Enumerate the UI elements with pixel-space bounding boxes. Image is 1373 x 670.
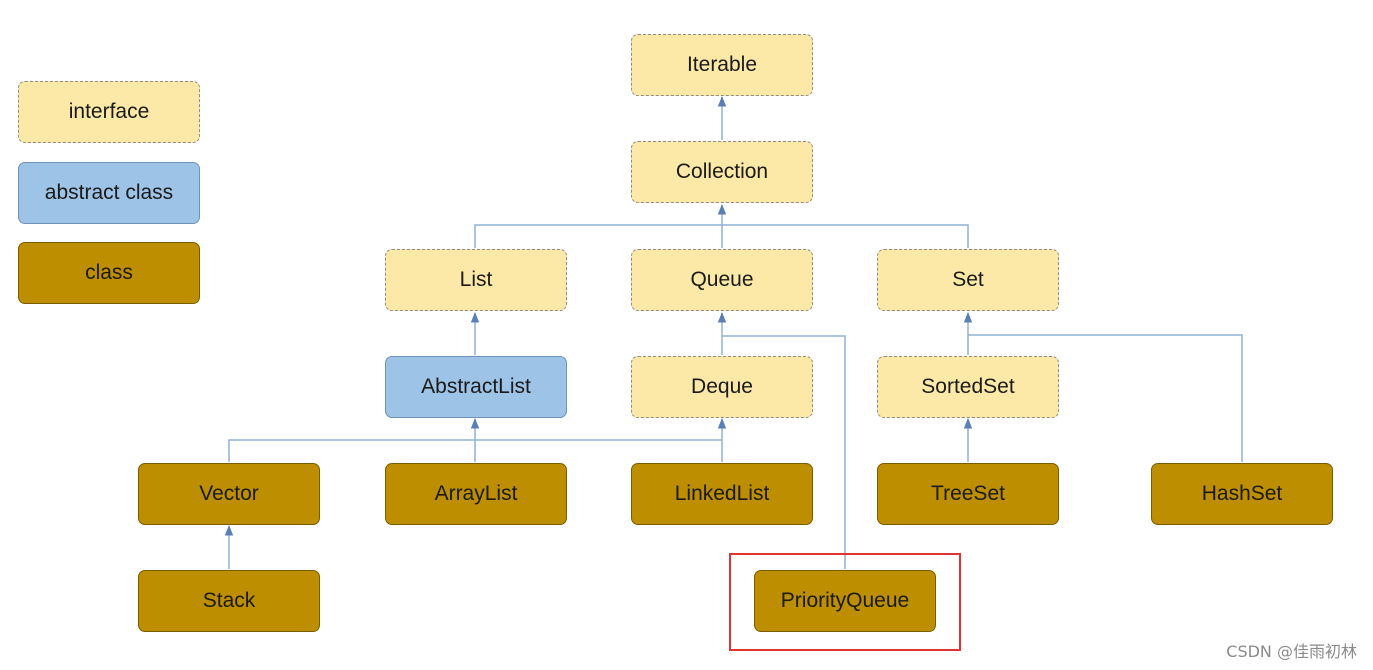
watermark: CSDN @佳雨初林 bbox=[1226, 642, 1357, 661]
node-abstract-list: AbstractList bbox=[385, 356, 567, 418]
node-queue: Queue bbox=[631, 249, 813, 311]
node-vector: Vector bbox=[138, 463, 320, 525]
node-list: List bbox=[385, 249, 567, 311]
node-collection: Collection bbox=[631, 141, 813, 203]
node-sorted-set: SortedSet bbox=[877, 356, 1059, 418]
node-tree-set: TreeSet bbox=[877, 463, 1059, 525]
edge-vector-abstractlist bbox=[228, 439, 722, 462]
legend-interface: interface bbox=[18, 81, 200, 143]
node-array-list: ArrayList bbox=[385, 463, 567, 525]
node-stack: Stack bbox=[138, 570, 320, 632]
edge-priorityqueue-queue bbox=[722, 335, 846, 569]
legend-abstract-class: abstract class bbox=[18, 162, 200, 224]
edge-hashset-set bbox=[968, 334, 1243, 462]
legend-class: class bbox=[18, 242, 200, 304]
node-set: Set bbox=[877, 249, 1059, 311]
node-hash-set: HashSet bbox=[1151, 463, 1333, 525]
node-priority-queue: PriorityQueue bbox=[754, 570, 936, 632]
edge-list-collection bbox=[474, 203, 727, 248]
edge-set-collection bbox=[722, 224, 969, 248]
node-linked-list: LinkedList bbox=[631, 463, 813, 525]
priority-queue-highlight-box bbox=[729, 553, 961, 651]
node-deque: Deque bbox=[631, 356, 813, 418]
node-iterable: Iterable bbox=[631, 34, 813, 96]
